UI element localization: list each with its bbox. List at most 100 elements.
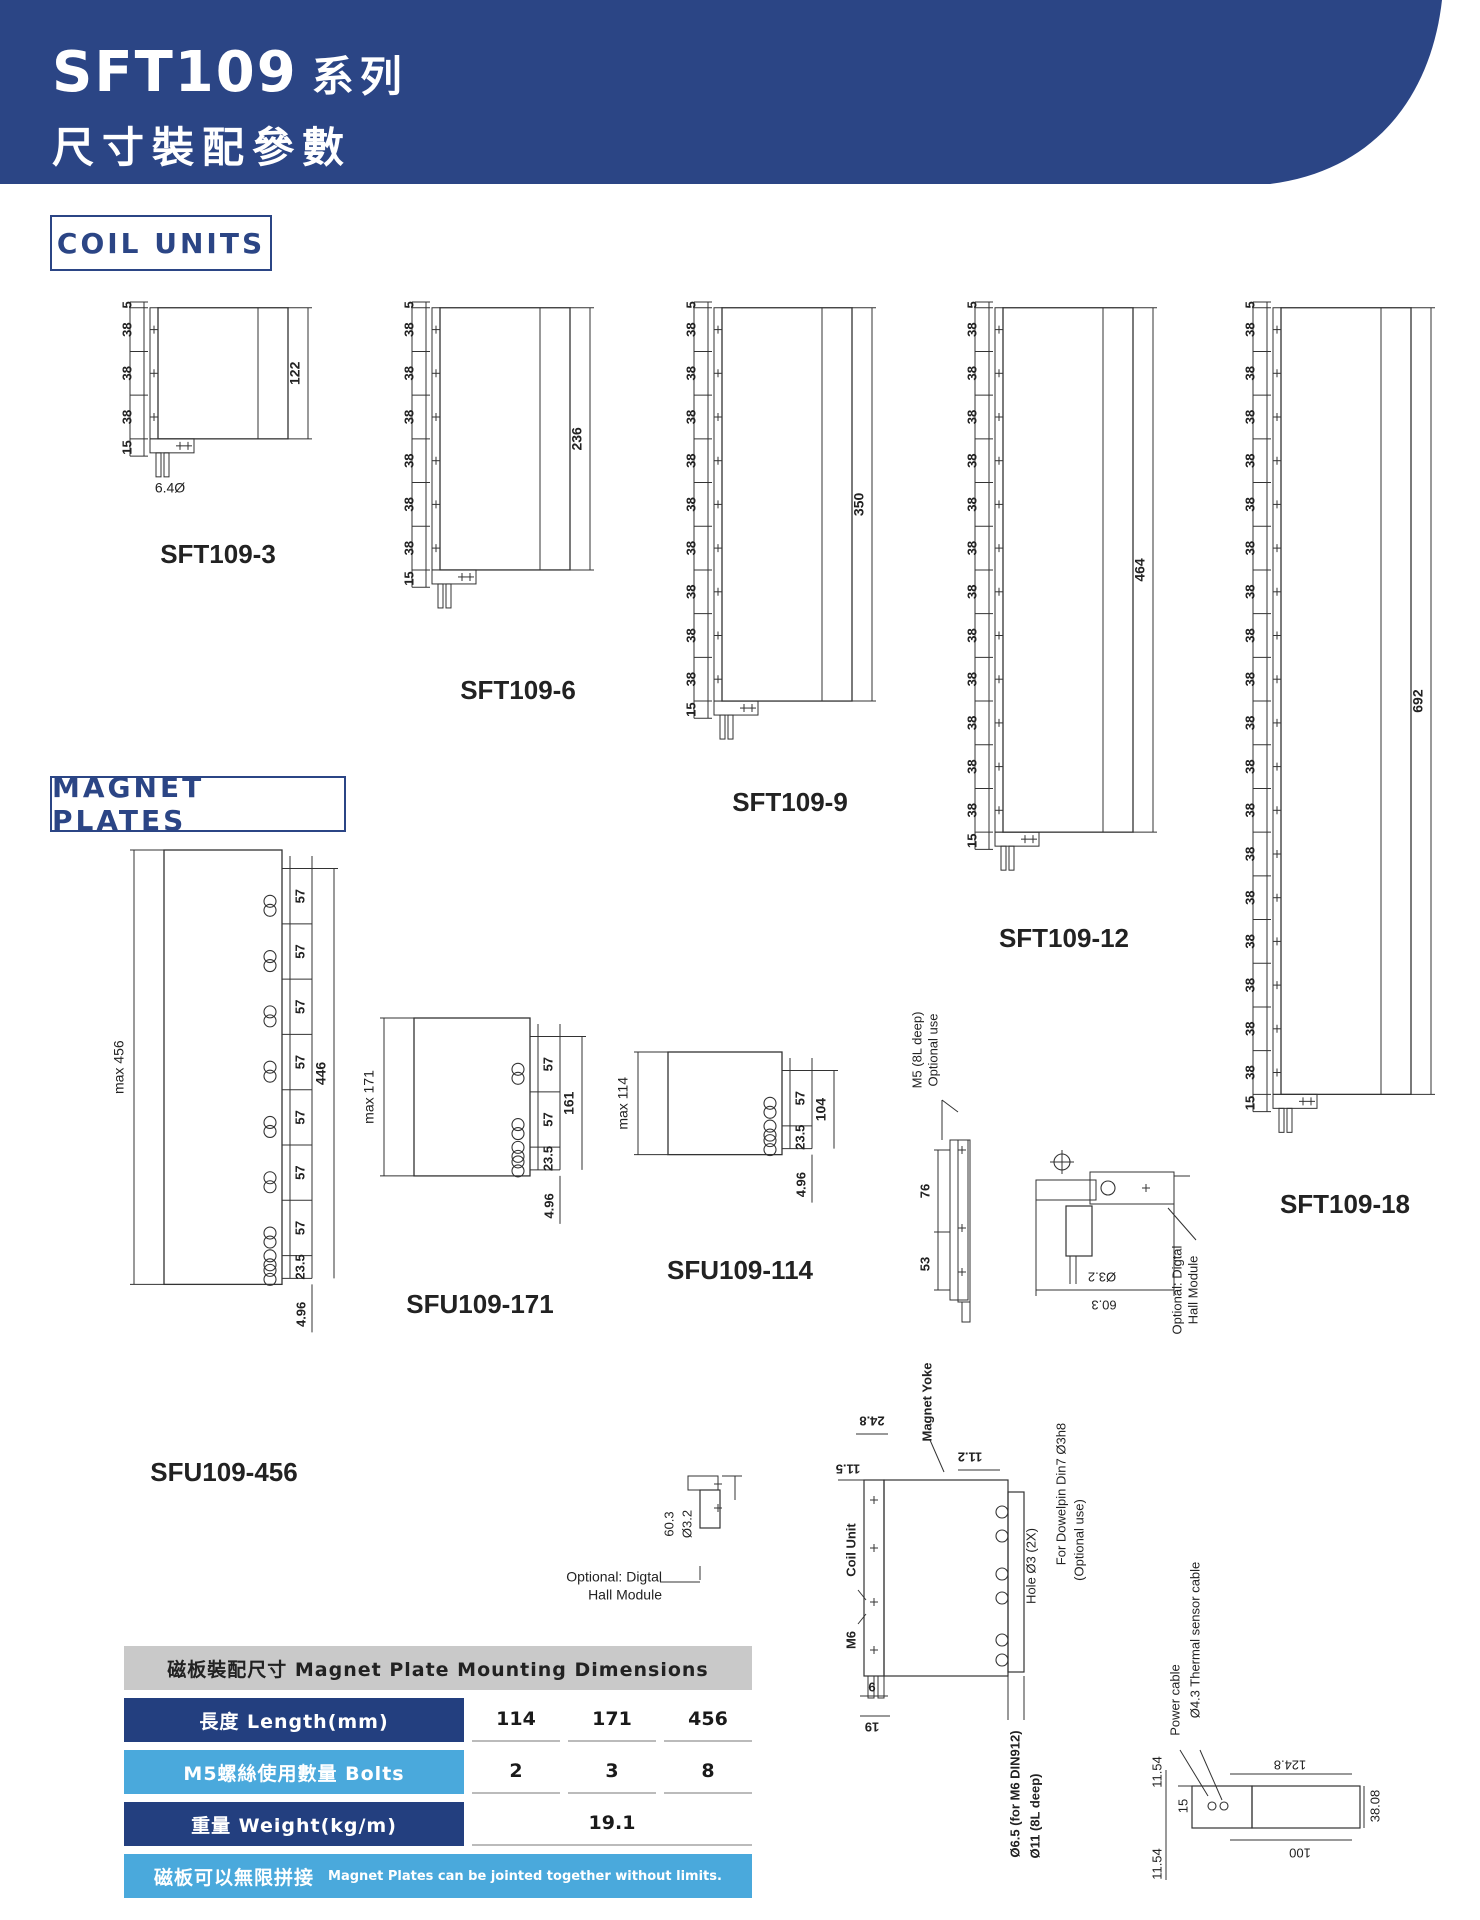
cable-stub	[437, 583, 444, 609]
table-row-length: 長度 Length(mm) 114 171 456	[124, 1698, 752, 1742]
cable-stub	[1008, 845, 1015, 871]
magnet-hole	[263, 959, 277, 973]
cable-block-left	[1191, 1785, 1253, 1829]
magnet-hole	[763, 1134, 777, 1148]
pitch-label: 38	[1242, 978, 1257, 992]
magnet-pitch-label: 57	[292, 1165, 307, 1179]
magnet-hole	[263, 1249, 277, 1263]
hall-note: Optional: Digtal	[1169, 1245, 1184, 1334]
magnet-max-label: max 114	[615, 1077, 631, 1130]
leader-line	[929, 1439, 945, 1473]
assembly-hole	[995, 1567, 1009, 1581]
pitch-label: 38	[1242, 1065, 1257, 1079]
magnet-pitch-label: 57	[792, 1091, 807, 1105]
pitch-label: 15	[401, 571, 416, 585]
assembly-pin	[867, 1675, 875, 1699]
table-row-bolts: M5螺絲使用數量 Bolts 2 3 8	[124, 1750, 752, 1794]
coil-length-label: 350	[851, 493, 867, 517]
cable-stub	[1278, 1107, 1285, 1133]
magnet-pitch-label: 23.5	[292, 1254, 307, 1279]
pitch-label: 38	[964, 672, 979, 686]
magnet-hole	[511, 1149, 525, 1163]
cable-connector	[149, 438, 195, 454]
hall-hole-label: Ø3.2	[1088, 1270, 1116, 1285]
hall-mount-top	[1035, 1179, 1097, 1201]
magnet-hole	[263, 1005, 277, 1019]
magnet-pitch-label: 57	[292, 1110, 307, 1124]
cell-bolts-171: 3	[568, 1750, 656, 1794]
magnet-pitch-label: 23.5	[540, 1146, 555, 1171]
assembly-pin	[877, 1675, 885, 1699]
pitch-label: 38	[1242, 585, 1257, 599]
pitch-label: 38	[1242, 1022, 1257, 1036]
coil-length-label: 122	[287, 361, 303, 385]
cable-block-right	[1251, 1785, 1361, 1829]
pitch-label: 38	[1242, 322, 1257, 336]
magnet-pitch-label: 57	[292, 1221, 307, 1235]
magnet-pitch-label: 57	[292, 1000, 307, 1014]
magnet-span-label: 161	[561, 1091, 577, 1115]
coil-length-label: 692	[1410, 689, 1426, 713]
cable-hole	[1219, 1801, 1229, 1811]
small-hall-hole: Ø3.2	[679, 1510, 694, 1538]
small-hall-note: Optional: Digtal	[566, 1569, 662, 1585]
magnet-offset-label: 4.96	[541, 1193, 556, 1218]
magnet-hole	[263, 1226, 277, 1240]
dim-1154-top: 11.54	[1149, 1756, 1164, 1788]
pitch-label: 38	[964, 759, 979, 773]
dowel-note: For Dowelpin Din7 Ø3h8	[1053, 1423, 1068, 1565]
pitch-label: 38	[401, 541, 416, 555]
magnet-span-label: 104	[813, 1098, 829, 1122]
assembly-hole	[995, 1505, 1009, 1519]
pitch-label: 38	[401, 322, 416, 336]
hall-screw	[1100, 1180, 1116, 1196]
cable-stub	[719, 714, 726, 740]
magnet-pitch-label: 57	[292, 1055, 307, 1069]
footer-note-zh: 磁板可以無限拼接	[154, 1866, 315, 1889]
side-view-stub	[961, 1301, 971, 1323]
magnet-offset-label: 4.96	[793, 1172, 808, 1197]
dim-3808-label: 38.08	[1367, 1790, 1382, 1823]
mounting-table-title: 磁板裝配尺寸 Magnet Plate Mounting Dimensions	[124, 1646, 752, 1690]
hole-note-label: Hole Ø3 (2X)	[1023, 1528, 1038, 1604]
magnet-plate-body	[163, 849, 283, 1286]
pitch-label: 38	[964, 585, 979, 599]
magnet-plate-name: SFU109-456	[150, 1457, 297, 1487]
magnet-hole	[263, 1235, 277, 1249]
magnet-hole	[763, 1119, 777, 1133]
magnet-pitch-label: 23.5	[792, 1125, 807, 1150]
pitch-label: 38	[119, 322, 134, 336]
magnet-max-label: max 171	[361, 1070, 377, 1124]
assembly-hole	[995, 1653, 1009, 1667]
pitch-label: 38	[964, 497, 979, 511]
dim-100-label: 100	[1289, 1846, 1311, 1861]
pitch-label: 38	[683, 541, 698, 555]
pitch-label: 38	[683, 366, 698, 380]
pitch-label: 5	[1242, 301, 1257, 308]
pitch-label: 38	[683, 672, 698, 686]
coil-mount-strip	[1272, 307, 1282, 1095]
cable-connector	[713, 700, 759, 716]
dim-112-label: 11.2	[958, 1450, 983, 1465]
pitch-label: 38	[964, 541, 979, 555]
pitch-label: 38	[1242, 759, 1257, 773]
side-view-body	[949, 1139, 969, 1301]
pitch-label: 38	[1242, 497, 1257, 511]
magnet-pitch-label: 57	[540, 1112, 555, 1126]
pitch-label: 38	[1242, 803, 1257, 817]
magnet-hole	[511, 1071, 525, 1085]
dim-248-label: 24.8	[859, 1414, 884, 1429]
coil-unit-name: SFT109-12	[999, 923, 1129, 953]
pitch-label: 38	[1242, 716, 1257, 730]
coil-unit-name: SFT109-6	[460, 675, 576, 705]
cell-length-456: 456	[664, 1698, 752, 1742]
pitch-label: 38	[683, 453, 698, 467]
leader-line	[857, 1589, 867, 1601]
cell-bolts-456: 8	[664, 1750, 752, 1794]
dim-53-label: 53	[917, 1257, 932, 1271]
cable-stub	[727, 714, 734, 740]
pitch-label: 5	[119, 301, 134, 308]
magnet-plate-name: SFU109-171	[406, 1289, 553, 1319]
